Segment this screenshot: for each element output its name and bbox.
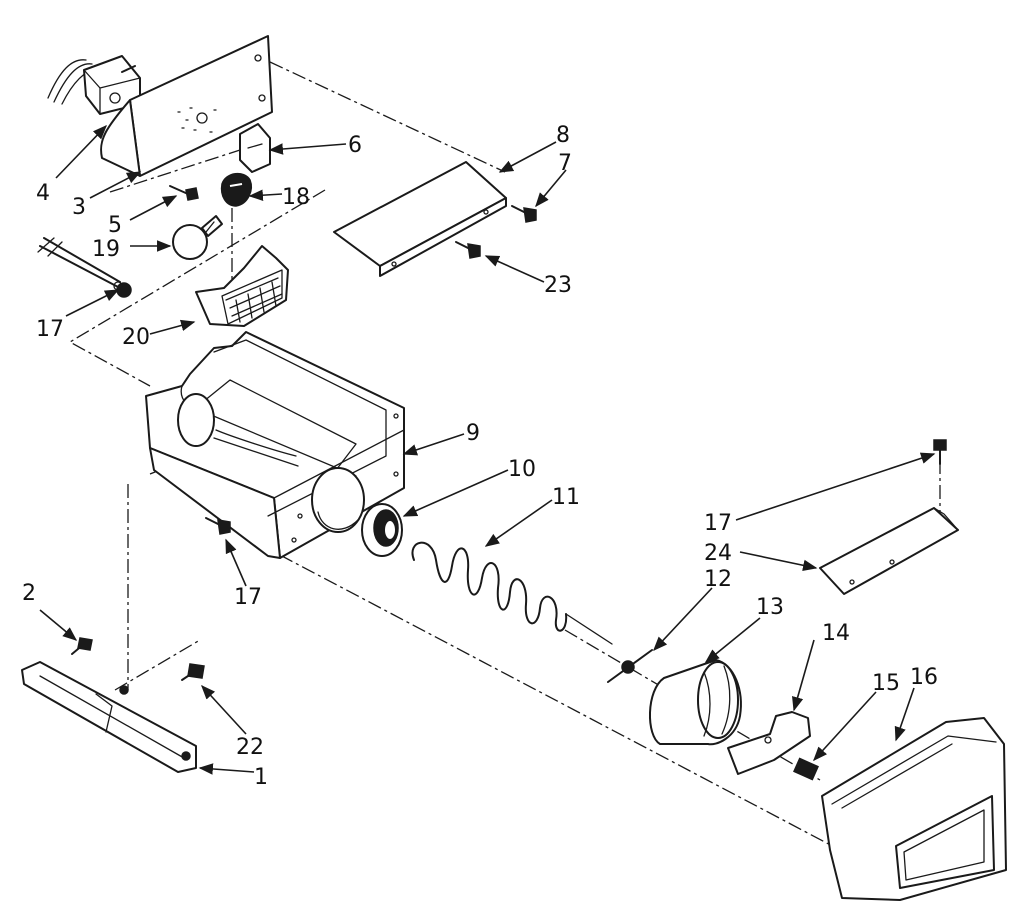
shield-part xyxy=(195,245,289,327)
callout-17-lower: 17 xyxy=(234,585,262,610)
callout-16: 16 xyxy=(910,665,938,690)
callout-11: 11 xyxy=(552,485,580,510)
screw-part-23 xyxy=(455,241,481,259)
callout-20: 19 xyxy=(92,237,120,262)
callout-3: 3 xyxy=(72,195,86,220)
screw-part-5 xyxy=(169,185,199,201)
nut-part xyxy=(607,649,653,683)
mounting-plate-part xyxy=(100,35,273,177)
callout-8: 8 xyxy=(556,123,570,148)
callout-6: 6 xyxy=(348,133,362,158)
callout-7: 7 xyxy=(558,151,572,176)
callout-9: 9 xyxy=(466,421,480,446)
screw-part-2 xyxy=(71,637,93,655)
callout-22: 22 xyxy=(236,735,264,760)
screw-part-7 xyxy=(511,205,537,223)
callout-21: 20 xyxy=(122,325,150,350)
screw-part-17-upper xyxy=(933,439,947,465)
cover-plate-part xyxy=(333,161,507,277)
callout-12: 12 xyxy=(704,567,732,592)
bushing-part xyxy=(361,503,403,557)
screw-part-17-lower xyxy=(205,517,231,535)
callout-14: 14 xyxy=(822,621,850,646)
wire-harness-part xyxy=(37,237,132,298)
callout-1: 1 xyxy=(254,765,268,790)
screw-part-22 xyxy=(181,663,205,681)
callout-2: 2 xyxy=(22,581,36,606)
fitting-part xyxy=(793,757,819,781)
callout-19: 18 xyxy=(282,185,310,210)
slide-bracket-part xyxy=(819,507,959,595)
leader-lines xyxy=(39,124,936,775)
callout-10: 10 xyxy=(508,457,536,482)
auger-coil-part xyxy=(411,541,613,645)
callout-17-upper: 17 xyxy=(704,511,732,536)
ice-bin-housing-part xyxy=(145,331,405,559)
clip-part xyxy=(239,123,271,173)
alignment-lines xyxy=(68,61,941,851)
callout-24: 24 xyxy=(704,541,732,566)
crusher-drum-part xyxy=(649,659,742,746)
callout-23: 23 xyxy=(544,273,572,298)
slide-rail-part xyxy=(21,661,197,773)
callout-labels: 4 3 6 5 18 19 17 20 8 7 23 9 10 11 17 12… xyxy=(22,123,938,790)
front-cover-part xyxy=(821,717,1007,901)
callout-13: 13 xyxy=(756,595,784,620)
callout-5: 5 xyxy=(108,213,122,238)
bulb-part xyxy=(172,215,223,260)
callout-4: 4 xyxy=(36,181,50,206)
callout-18: 17 xyxy=(36,317,64,342)
bracket-part xyxy=(727,711,811,775)
callout-15: 15 xyxy=(872,671,900,696)
socket-part xyxy=(220,172,252,207)
